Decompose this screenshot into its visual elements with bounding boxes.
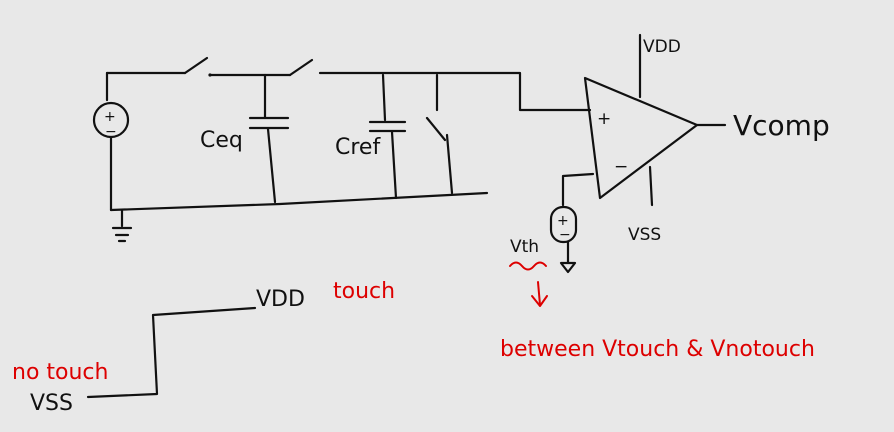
vdd-top-label: VDD <box>643 37 681 57</box>
vth-source-icon <box>549 172 595 274</box>
vth-squiggle <box>509 261 547 271</box>
arrow-down-icon <box>531 281 548 307</box>
switch-2-icon <box>288 58 314 77</box>
opamp-icon <box>583 33 727 207</box>
voltage-source-icon <box>92 71 130 212</box>
ceq-capacitor-icon <box>248 73 290 204</box>
bottom-wire <box>109 191 489 212</box>
vdd-wave-label: VDD <box>256 287 305 312</box>
switch-1-icon <box>183 56 212 77</box>
vth-source-plus-label: + <box>557 213 569 229</box>
vss-right-label: VSS <box>628 225 661 245</box>
vth-label: Vth <box>510 237 539 257</box>
opamp-plus-label: + <box>597 109 611 129</box>
touch-waveform <box>86 306 257 399</box>
vss-wave-label: VSS <box>30 391 73 416</box>
between-annotation: between Vtouch & Vnotouch <box>500 337 815 362</box>
ground-icon <box>111 208 133 243</box>
no-touch-annotation: no touch <box>12 360 108 385</box>
source-plus-label: + <box>104 109 116 125</box>
vcomp-label: Vcomp <box>733 109 830 142</box>
ceq-label: Ceq <box>200 128 243 153</box>
cref-label: Cref <box>335 135 381 160</box>
reset-switch-icon <box>425 73 454 195</box>
top-wire <box>105 71 592 112</box>
touch-annotation: touch <box>333 279 395 304</box>
opamp-minus-label: − <box>614 157 628 177</box>
cref-capacitor-icon <box>368 73 407 200</box>
vth-source-minus-label: − <box>559 227 571 243</box>
source-minus-label: − <box>105 124 117 140</box>
